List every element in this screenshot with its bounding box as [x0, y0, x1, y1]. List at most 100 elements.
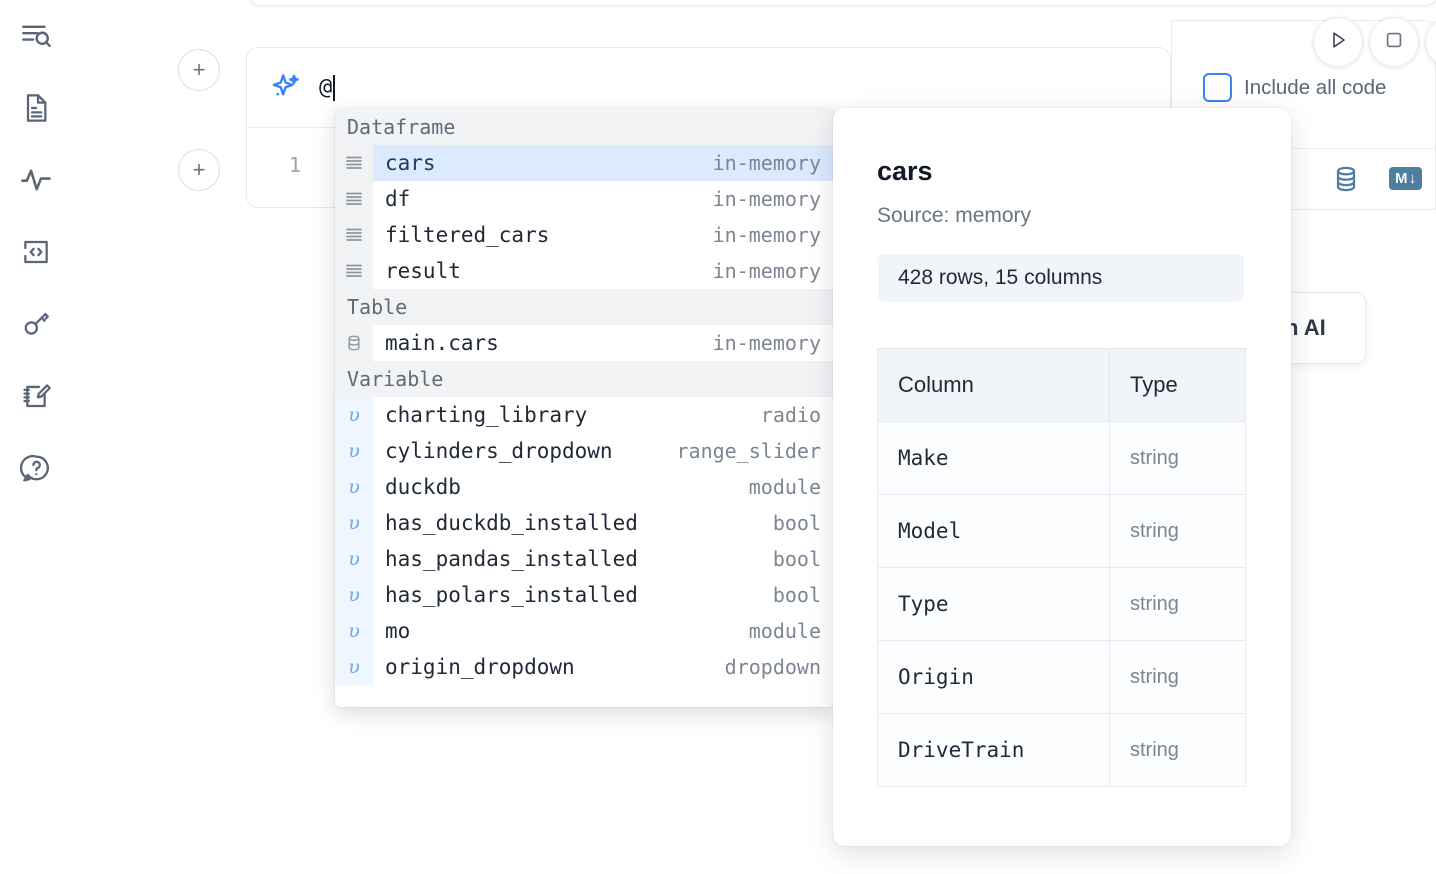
schema-column-name: Origin — [877, 640, 1110, 714]
line-number: 1 — [288, 153, 301, 177]
detail-title: cars — [877, 156, 933, 186]
schema-column-type: string — [1109, 421, 1246, 495]
sidebar-item-secrets[interactable] — [12, 300, 60, 348]
completion-item-name: cylinders_dropdown — [385, 439, 613, 463]
schema-column-name: Type — [877, 567, 1110, 641]
sparkle-ai-icon — [269, 71, 303, 105]
completion-item[interactable]: υ origin_dropdown dropdown — [335, 649, 835, 685]
text-caret — [333, 74, 336, 101]
run-cell-button[interactable] — [1313, 17, 1363, 67]
completion-group-header: Variable — [335, 361, 835, 397]
variable-icon: υ — [335, 433, 373, 469]
detail-shape-badge: 428 rows, 15 columns — [878, 254, 1244, 302]
variable-icon: υ — [335, 613, 373, 649]
markdown-arrow: ↓ — [1408, 170, 1417, 187]
sidebar-item-snippets[interactable] — [12, 228, 60, 276]
sidebar-item-help[interactable] — [12, 444, 60, 492]
database-table-icon — [335, 325, 373, 361]
completion-item-name: origin_dropdown — [385, 655, 575, 679]
sidebar-rail — [0, 0, 72, 874]
completion-item-type: radio — [760, 403, 821, 427]
detail-source: Source: memory — [877, 204, 1032, 227]
dataframe-icon — [335, 181, 373, 217]
plus-icon: + — [192, 157, 206, 182]
schema-column-type: string — [1109, 713, 1246, 787]
schema-column-name: DriveTrain — [877, 713, 1110, 787]
completion-item-name: main.cars — [385, 331, 499, 355]
schema-column-type: string — [1109, 640, 1246, 714]
stop-cell-button[interactable] — [1369, 17, 1419, 67]
completion-item-type: in-memory — [712, 331, 821, 355]
completion-item-name: cars — [373, 145, 713, 181]
completion-group-header: Dataframe — [335, 109, 835, 145]
previous-cell-card — [248, 0, 1436, 6]
completion-item-type: in-memory — [712, 187, 821, 211]
scratchpad-icon — [20, 380, 52, 412]
variable-icon: υ — [335, 541, 373, 577]
completion-item-name: has_polars_installed — [385, 583, 638, 607]
schema-column-type: string — [1109, 567, 1246, 641]
sidebar-item-explore[interactable] — [12, 12, 60, 60]
variable-icon: υ — [335, 649, 373, 685]
completion-item-type: in-memory — [712, 259, 821, 283]
help-chat-icon — [19, 452, 53, 485]
sidebar-item-variables[interactable] — [12, 156, 60, 204]
generate-with-ai-label: h AI — [1285, 315, 1326, 340]
add-cell-button-top[interactable]: + — [178, 49, 220, 91]
completion-item-type: module — [748, 619, 821, 643]
include-all-code-checkbox[interactable] — [1203, 73, 1232, 102]
key-icon — [20, 308, 52, 340]
play-icon — [1326, 28, 1350, 57]
table-column-header: Type — [1109, 348, 1246, 422]
variable-icon: υ — [335, 505, 373, 541]
generate-with-ai-chip[interactable]: h AI — [1280, 292, 1366, 364]
ai-prompt-input[interactable]: @ — [319, 68, 1170, 108]
completion-item-type: bool — [772, 547, 821, 571]
completion-item[interactable]: υ has_polars_installed bool — [335, 577, 835, 613]
completion-item[interactable]: υ cylinders_dropdown range_slider — [335, 433, 835, 469]
sidebar-item-files[interactable] — [12, 84, 60, 132]
completion-item-type: dropdown — [724, 655, 821, 679]
completion-item[interactable]: main.cars in-memory — [335, 325, 835, 361]
file-text-icon — [20, 92, 52, 124]
database-icon[interactable] — [1331, 164, 1361, 194]
completion-item-name: has_duckdb_installed — [385, 511, 638, 535]
completion-item[interactable]: df in-memory — [335, 181, 835, 217]
completion-item-type: bool — [772, 583, 821, 607]
schema-column-type: string — [1109, 494, 1246, 568]
variable-icon: υ — [335, 577, 373, 613]
include-all-code-label: Include all code — [1244, 75, 1387, 99]
dataframe-icon — [335, 217, 373, 253]
completion-item-name: duckdb — [385, 475, 461, 499]
completion-item-type: range_slider — [676, 439, 822, 463]
add-cell-button-bottom[interactable]: + — [178, 149, 220, 191]
ai-prompt-value: @ — [319, 75, 333, 100]
variable-icon: υ — [335, 397, 373, 433]
completion-group-header: Table — [335, 289, 835, 325]
completion-item-name: df — [385, 187, 411, 211]
markdown-icon[interactable]: M↓ — [1389, 167, 1423, 190]
dataframe-icon — [335, 253, 373, 289]
include-all-code-row[interactable]: Include all code — [1203, 73, 1386, 102]
completion-item-name: has_pandas_installed — [385, 547, 638, 571]
completion-item-type: in-memory — [712, 223, 821, 247]
completion-item[interactable]: υ has_pandas_installed bool — [335, 541, 835, 577]
sidebar-item-scratchpad[interactable] — [12, 372, 60, 420]
